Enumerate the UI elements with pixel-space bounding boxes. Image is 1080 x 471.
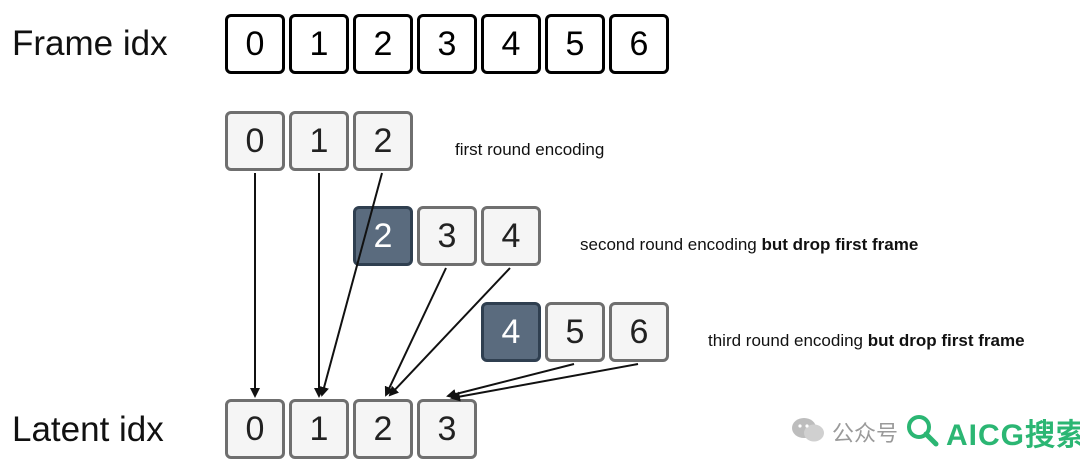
watermark: 公众号 AICG搜索 — [790, 410, 1080, 454]
frame-box-4: 4 — [481, 14, 541, 74]
latent-box-0: 0 — [225, 399, 285, 459]
frame-box-1: 1 — [289, 14, 349, 74]
frame-idx-label: Frame idx — [12, 24, 168, 63]
round3-caption-bold: but drop first frame — [867, 331, 1025, 350]
round3-box-1: 5 — [545, 302, 605, 362]
round2-box-2: 4 — [481, 206, 541, 266]
round2-caption-bold: but drop first frame — [761, 235, 919, 254]
round3-box-2: 6 — [609, 302, 669, 362]
round1-box-2: 2 — [353, 111, 413, 171]
latent-box-1: 1 — [289, 399, 349, 459]
round1-box-1: 1 — [289, 111, 349, 171]
round3-caption: third round encoding but drop first fram… — [708, 332, 1025, 349]
magnifier-icon — [904, 412, 940, 453]
arrow-r2-4-to-latent-2 — [388, 267, 511, 397]
frame-box-3: 3 — [417, 14, 477, 74]
latent-idx-label: Latent idx — [12, 410, 164, 449]
arrow-r2-3-to-latent-2 — [384, 267, 447, 397]
latent-box-3: 3 — [417, 399, 477, 459]
round1-box-0: 0 — [225, 111, 285, 171]
round2-caption-text: second round encoding — [580, 235, 757, 254]
arrow-r3-5-to-latent-3 — [446, 363, 575, 399]
frame-box-5: 5 — [545, 14, 605, 74]
frame-box-6: 6 — [609, 14, 669, 74]
round3-caption-text: third round encoding — [708, 331, 864, 350]
arrow-r3-6-to-latent-3 — [450, 363, 639, 402]
latent-box-2: 2 — [353, 399, 413, 459]
frame-box-0: 0 — [225, 14, 285, 74]
round2-box-dropped: 2 — [353, 206, 413, 266]
round2-caption: second round encoding but drop first fra… — [580, 236, 918, 253]
round1-caption-text: first round encoding — [455, 140, 605, 159]
watermark-prefix: 公众号 — [832, 421, 899, 446]
round2-box-1: 3 — [417, 206, 477, 266]
round1-caption: first round encoding — [455, 141, 604, 158]
wechat-icon — [790, 415, 826, 450]
watermark-text: AICG搜索 — [946, 419, 1080, 452]
round3-box-dropped: 4 — [481, 302, 541, 362]
arrow-r1-2-to-latent-1 — [319, 172, 383, 397]
frame-box-2: 2 — [353, 14, 413, 74]
